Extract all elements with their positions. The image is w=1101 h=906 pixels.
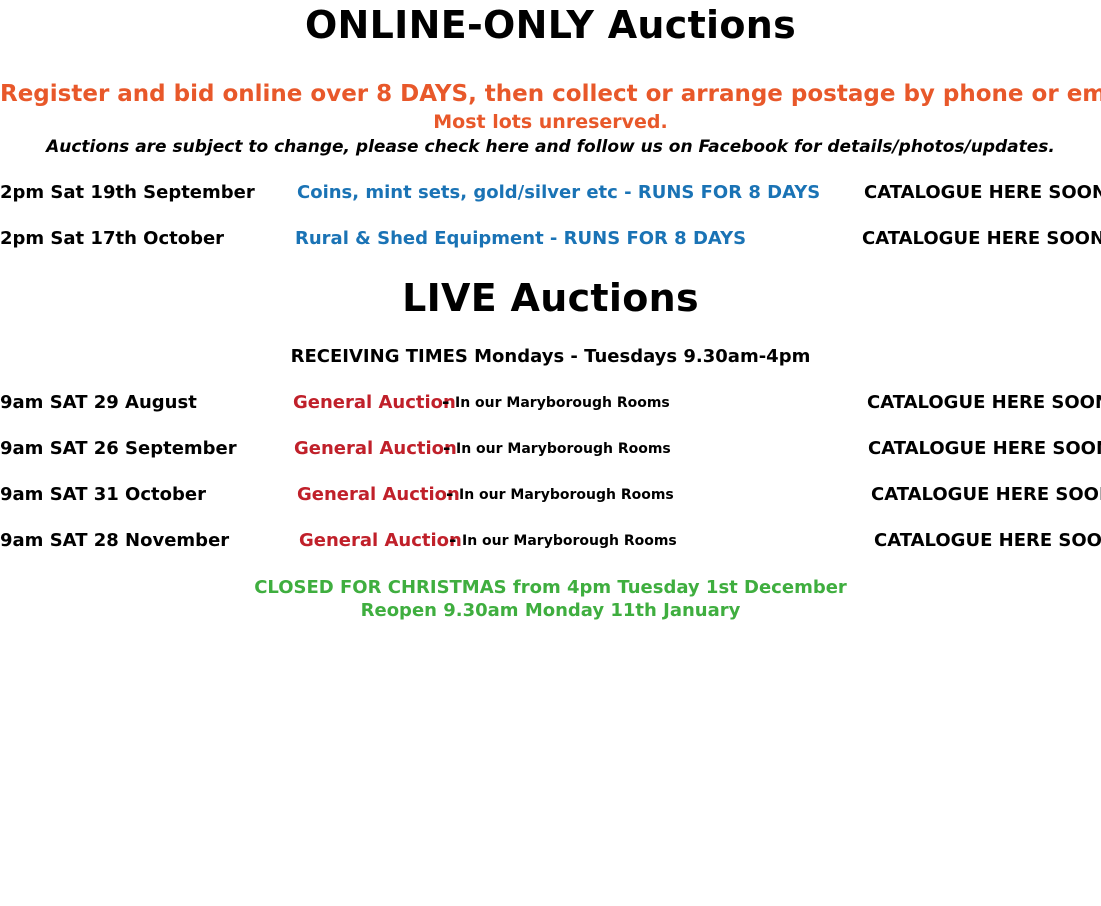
auction-date: 9am SAT 31 October <box>0 484 206 505</box>
online-intro-text: Register and bid online over 8 DAYS, the… <box>0 81 1101 107</box>
auction-location: In our Maryborough Rooms <box>462 533 677 549</box>
auction-title: General Auction <box>299 530 462 551</box>
auction-separator: - <box>446 484 454 505</box>
auction-separator: - <box>443 438 451 459</box>
auction-date: 9am SAT 29 August <box>0 392 197 413</box>
auction-location: In our Maryborough Rooms <box>455 395 670 411</box>
auction-location: In our Maryborough Rooms <box>459 487 674 503</box>
auction-title: Coins, mint sets, gold/silver etc - RUNS… <box>297 182 821 203</box>
online-unreserved-text: Most lots unreserved. <box>433 111 668 133</box>
auction-separator: - <box>449 530 457 551</box>
auction-title: General Auction <box>294 438 457 459</box>
online-auction-row: 2pm Sat 17th October Rural & Shed Equipm… <box>0 226 1101 252</box>
live-auction-row: 9am SAT 28 November General Auction - In… <box>0 528 1101 554</box>
auction-location: In our Maryborough Rooms <box>456 441 671 457</box>
live-auction-row: 9am SAT 31 October General Auction - In … <box>0 482 1101 508</box>
catalogue-link[interactable]: CATALOGUE HERE SOON <box>868 438 1101 459</box>
receiving-times-text: RECEIVING TIMES Mondays - Tuesdays 9.30a… <box>290 346 811 367</box>
auction-date: 2pm Sat 19th September <box>0 182 255 203</box>
catalogue-link[interactable]: CATALOGUE HERE SOON <box>867 392 1101 413</box>
catalogue-link[interactable]: CATALOGUE HERE SOON <box>864 182 1101 203</box>
reopen-date-text: Reopen 9.30am Monday 11th January <box>360 600 741 621</box>
auction-date: 9am SAT 26 September <box>0 438 237 459</box>
auction-title: General Auction <box>297 484 460 505</box>
online-auctions-heading: ONLINE-ONLY Auctions <box>304 3 797 47</box>
catalogue-link[interactable]: CATALOGUE HERE SOON <box>874 530 1101 551</box>
live-auctions-heading: LIVE Auctions <box>402 276 699 320</box>
auction-title: Rural & Shed Equipment - RUNS FOR 8 DAYS <box>295 228 747 249</box>
auction-title: General Auction <box>293 392 456 413</box>
catalogue-link[interactable]: CATALOGUE HERE SOON <box>862 228 1101 249</box>
auction-date: 9am SAT 28 November <box>0 530 230 551</box>
live-auction-row: 9am SAT 26 September General Auction - I… <box>0 436 1101 462</box>
live-auction-row: 9am SAT 29 August General Auction - In o… <box>0 390 1101 416</box>
christmas-closure-text: CLOSED FOR CHRISTMAS from 4pm Tuesday 1s… <box>254 577 847 598</box>
online-auction-row: 2pm Sat 19th September Coins, mint sets,… <box>0 180 1101 206</box>
online-notice-text: Auctions are subject to change, please c… <box>46 137 1055 157</box>
auction-separator: - <box>442 392 450 413</box>
auction-date: 2pm Sat 17th October <box>0 228 225 249</box>
catalogue-link[interactable]: CATALOGUE HERE SOON <box>871 484 1101 505</box>
